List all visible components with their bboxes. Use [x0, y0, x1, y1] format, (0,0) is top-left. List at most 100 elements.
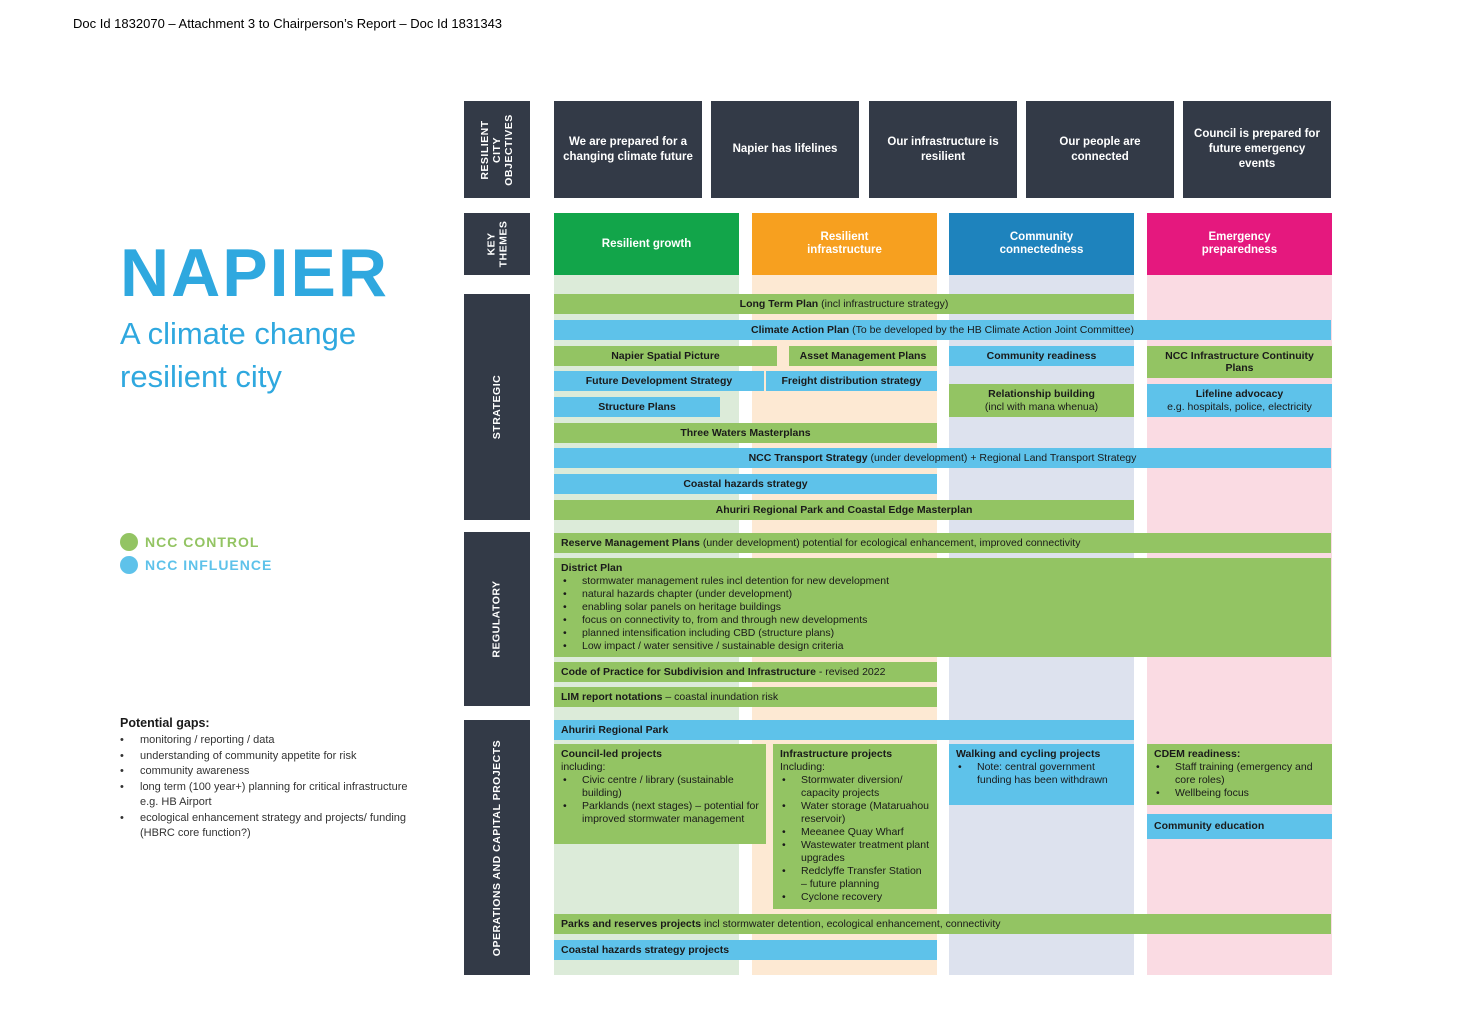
- reserve-management-bar: Reserve Management Plans (under developm…: [554, 533, 1331, 553]
- community-education-bar: Community education: [1147, 814, 1332, 839]
- gaps-item: understanding of community appetite for …: [120, 749, 420, 765]
- objective-box: Council is prepared for future emergency…: [1183, 101, 1331, 198]
- list-item: Water storage (Mataruahou reservoir): [780, 800, 930, 826]
- council-projects-sub: including:: [561, 761, 606, 773]
- coastal-projects-bar: Coastal hazards strategy projects: [554, 940, 937, 960]
- long-term-plan-note: (incl infrastructure strategy): [818, 297, 949, 310]
- lifeline-advocacy-title: Lifeline advocacy: [1195, 388, 1284, 400]
- district-plan-list: stormwater management rules incl detenti…: [561, 575, 1324, 653]
- list-item: planned intensification including CBD (s…: [561, 627, 1324, 640]
- legend-influence-dot: [120, 556, 138, 574]
- objective-box: We are prepared for a changing climate f…: [554, 101, 702, 198]
- spatial-picture-bar: Napier Spatial Picture: [554, 346, 777, 366]
- legend-influence-label: NCC INFLUENCE: [145, 557, 273, 573]
- gaps-list: monitoring / reporting / data understand…: [120, 733, 420, 842]
- lifeline-advocacy-bar: Lifeline advocacy e.g. hospitals, police…: [1147, 384, 1332, 417]
- rowlabel-themes-text: KEY THEMES: [484, 220, 509, 268]
- rowlabel-strategic-text: STRATEGIC: [490, 374, 503, 440]
- list-item: Civic centre / library (sustainable buil…: [561, 774, 759, 800]
- structure-plans-bar: Structure Plans: [554, 397, 720, 417]
- district-plan-box: District Plan stormwater management rule…: [554, 558, 1331, 657]
- rowlabel-regulatory: REGULATORY: [464, 532, 530, 706]
- asset-management-bar: Asset Management Plans: [789, 346, 937, 366]
- list-item: Cyclone recovery: [780, 891, 930, 904]
- list-item: Parklands (next stages) – potential for …: [561, 800, 759, 826]
- relationship-building-note: (incl with mana whenua): [984, 400, 1099, 413]
- legend-control-label: NCC CONTROL: [145, 534, 260, 550]
- walking-cycling-list: Note: central government funding has bee…: [956, 761, 1127, 787]
- objective-box: Our people are connected: [1026, 101, 1174, 198]
- climate-action-plan-bar: Climate Action Plan (To be developed by …: [554, 320, 1331, 340]
- council-projects-list: Civic centre / library (sustainable buil…: [561, 774, 759, 826]
- transport-strategy-bar: NCC Transport Strategy (under developmen…: [554, 448, 1331, 468]
- list-item: stormwater management rules incl detenti…: [561, 575, 1324, 588]
- legend-control-dot: [120, 533, 138, 551]
- lim-report-note: – coastal inundation risk: [662, 690, 779, 703]
- list-item: Wellbeing focus: [1154, 787, 1325, 800]
- gaps-item: ecological enhancement strategy and proj…: [120, 811, 420, 842]
- ahuriri-masterplan-bar: Ahuriri Regional Park and Coastal Edge M…: [554, 500, 1134, 520]
- gaps-item: community awareness: [120, 764, 420, 780]
- rowlabel-operations: OPERATIONS AND CAPITAL PROJECTS: [464, 720, 530, 975]
- list-item: focus on connectivity to, from and throu…: [561, 614, 1324, 627]
- page-subtitle: A climate change resilient city: [120, 316, 357, 394]
- infrastructure-projects-sub: Including:: [780, 761, 825, 773]
- cdem-readiness-title: CDEM readiness:: [1154, 748, 1241, 760]
- theme-community-connectedness: Community connectedness: [949, 213, 1134, 275]
- long-term-plan-title: Long Term Plan: [739, 297, 819, 310]
- list-item: Stormwater diversion/ capacity projects: [780, 774, 930, 800]
- lim-report-bar: LIM report notations – coastal inundatio…: [554, 687, 937, 707]
- lifeline-advocacy-note: e.g. hospitals, police, electricity: [1167, 400, 1312, 413]
- list-item: Low impact / water sensitive / sustainab…: [561, 640, 1324, 653]
- transport-strategy-note: (under development) + Regional Land Tran…: [867, 451, 1137, 464]
- theme-emergency-preparedness: Emergency preparedness: [1147, 213, 1332, 275]
- council-projects-box: Council-led projects including: Civic ce…: [554, 744, 766, 844]
- rowlabel-objectives-text: RESILIENT CITY OBJECTIVES: [479, 113, 515, 186]
- document-header: Doc Id 1832070 – Attachment 3 to Chairpe…: [73, 16, 503, 31]
- parks-reserves-bar: Parks and reserves projects incl stormwa…: [554, 914, 1331, 934]
- walking-cycling-box: Walking and cycling projects Note: centr…: [949, 744, 1134, 805]
- long-term-plan-bar: Long Term Plan (incl infrastructure stra…: [554, 294, 1134, 314]
- council-projects-title: Council-led projects: [561, 748, 662, 760]
- rowlabel-strategic: STRATEGIC: [464, 294, 530, 520]
- coastal-hazards-strategy-bar: Coastal hazards strategy: [554, 474, 937, 494]
- future-development-bar: Future Development Strategy: [554, 371, 764, 391]
- climate-action-plan-note: (To be developed by the HB Climate Actio…: [849, 323, 1135, 336]
- parks-reserves-title: Parks and reserves projects: [561, 917, 702, 930]
- reserve-management-title: Reserve Management Plans: [561, 536, 700, 549]
- district-plan-title: District Plan: [561, 562, 623, 574]
- infrastructure-projects-title: Infrastructure projects: [780, 748, 893, 760]
- freight-strategy-bar: Freight distribution strategy: [766, 371, 937, 391]
- code-of-practice-note: - revised 2022: [815, 665, 886, 678]
- list-item: Wastewater treatment plant upgrades: [780, 839, 930, 865]
- rowlabel-themes: KEY THEMES: [464, 213, 530, 275]
- cdem-readiness-list: Staff training (emergency and core roles…: [1154, 761, 1325, 800]
- theme-resilient-growth: Resilient growth: [554, 213, 739, 275]
- three-waters-bar: Three Waters Masterplans: [554, 423, 937, 443]
- page-title: NAPIER: [120, 235, 389, 311]
- rowlabel-objectives: RESILIENT CITY OBJECTIVES: [464, 101, 530, 198]
- infrastructure-projects-list: Stormwater diversion/ capacity projects …: [780, 774, 930, 904]
- parks-reserves-note: incl stormwater detention, ecological en…: [701, 917, 1001, 930]
- legend-control: NCC CONTROL: [120, 533, 259, 551]
- list-item: natural hazards chapter (under developme…: [561, 588, 1324, 601]
- climate-action-plan-title: Climate Action Plan: [750, 323, 850, 336]
- reserve-management-note: (under development) potential for ecolog…: [699, 536, 1081, 549]
- list-item: enabling solar panels on heritage buildi…: [561, 601, 1324, 614]
- code-of-practice-bar: Code of Practice for Subdivision and Inf…: [554, 662, 937, 682]
- theme-resilient-infrastructure: Resilient infrastructure: [752, 213, 937, 275]
- ncc-continuity-bar: NCC Infrastructure Continuity Plans: [1147, 346, 1332, 378]
- list-item: Redclyffe Transfer Station – future plan…: [780, 865, 930, 891]
- transport-strategy-title: NCC Transport Strategy: [748, 451, 868, 464]
- gaps-title: Potential gaps:: [120, 716, 210, 730]
- objective-box: Napier has lifelines: [711, 101, 859, 198]
- relationship-building-title: Relationship building: [988, 388, 1095, 400]
- ahuriri-park-bar: Ahuriri Regional Park: [554, 720, 1134, 740]
- code-of-practice-title: Code of Practice for Subdivision and Inf…: [561, 665, 816, 678]
- relationship-building-bar: Relationship building (incl with mana wh…: [949, 384, 1134, 417]
- objective-box: Our infrastructure is resilient: [869, 101, 1017, 198]
- list-item: Note: central government funding has bee…: [956, 761, 1127, 787]
- infrastructure-projects-box: Infrastructure projects Including: Storm…: [773, 744, 937, 909]
- list-item: Meeanee Quay Wharf: [780, 826, 930, 839]
- lim-report-title: LIM report notations: [561, 690, 663, 703]
